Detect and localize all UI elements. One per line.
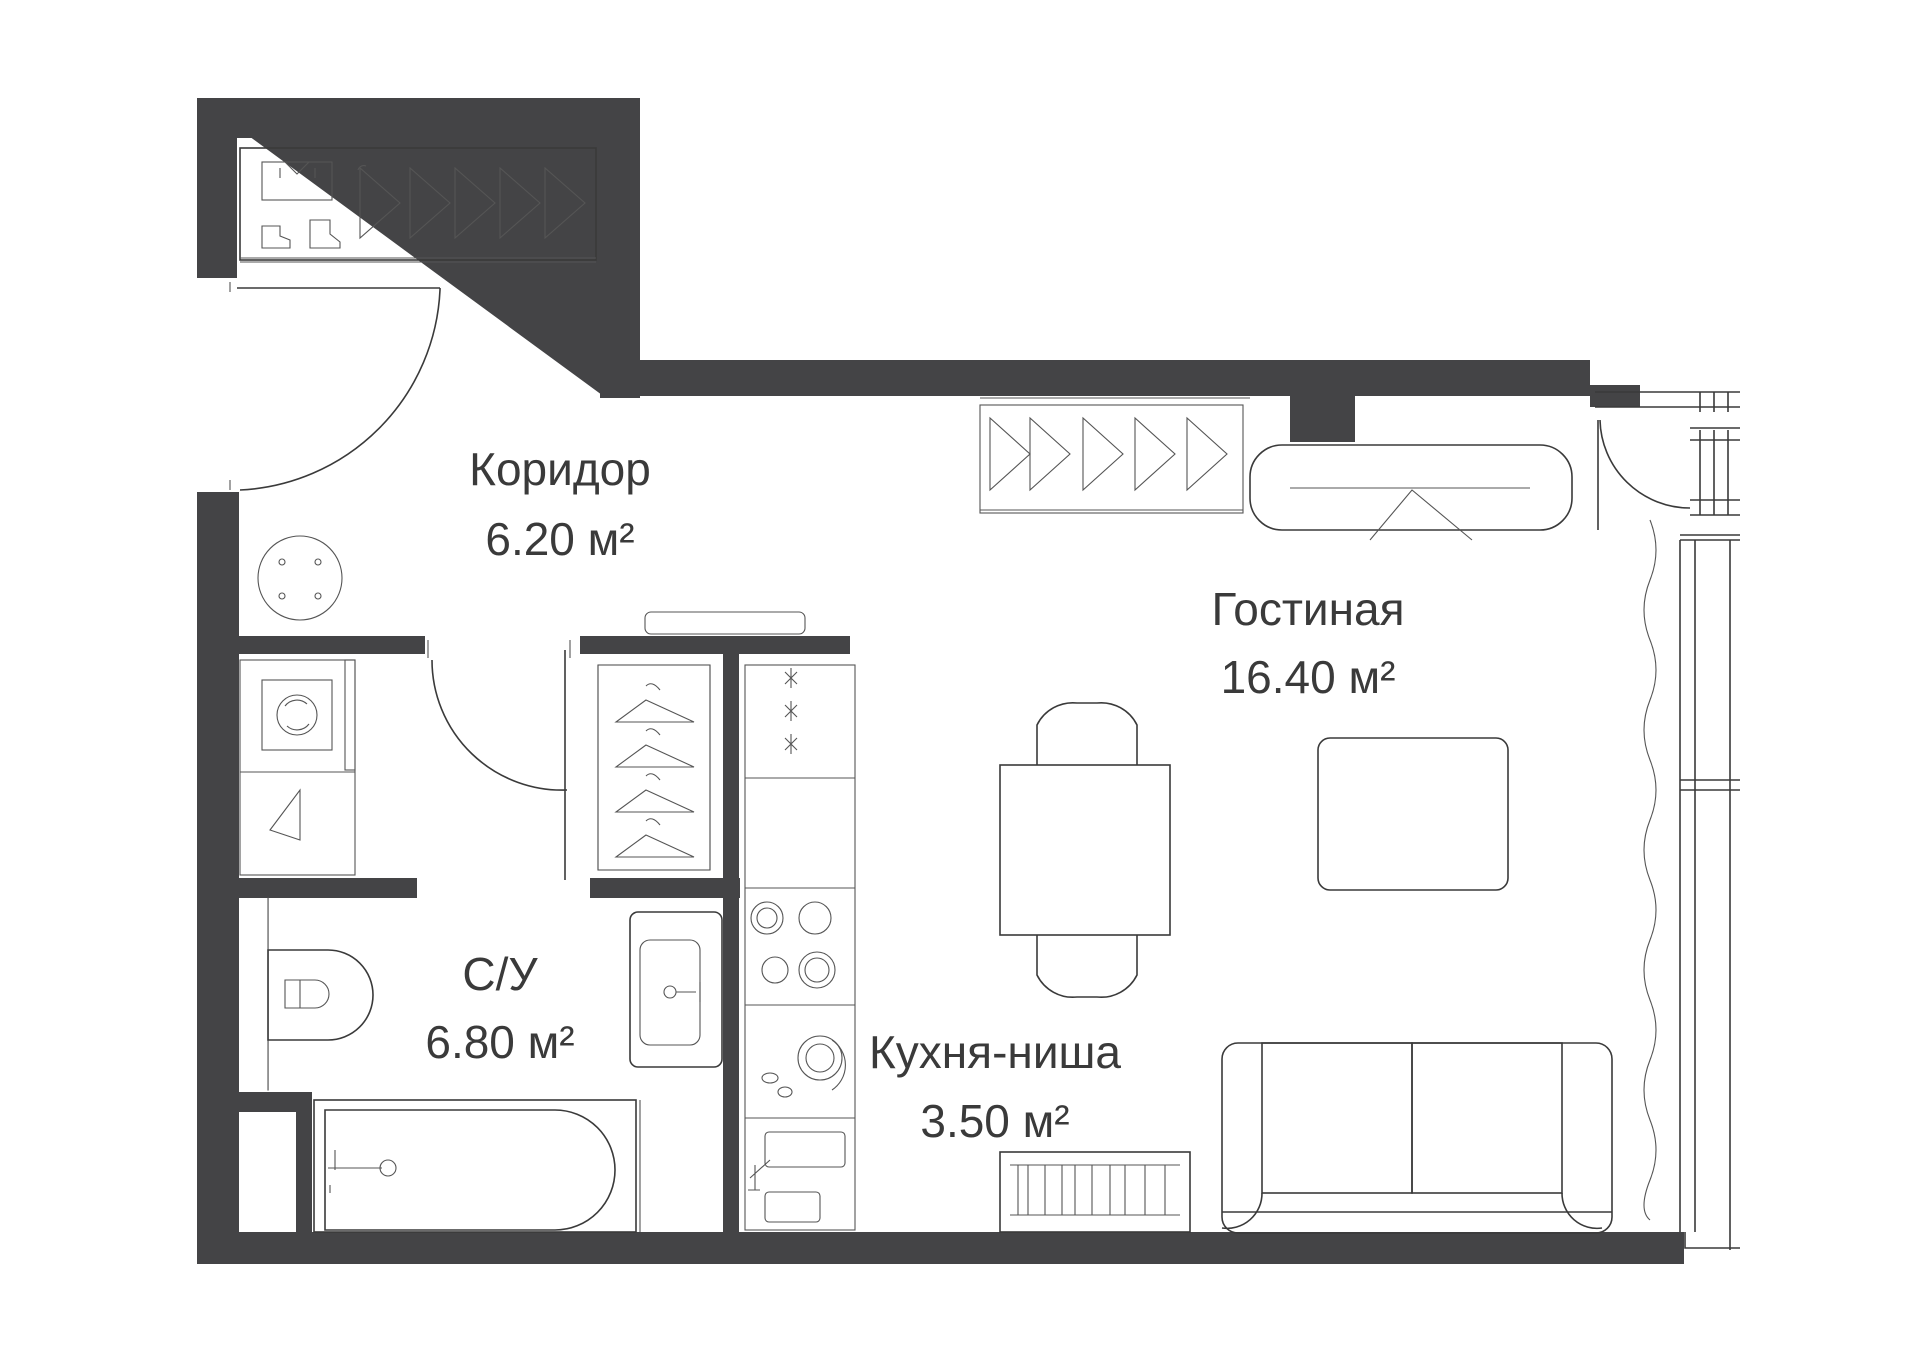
- windows: [1595, 391, 1740, 1250]
- sofa: [1221, 1042, 1613, 1234]
- living-wardrobe: [979, 404, 1244, 514]
- bathtub-icon: [313, 1099, 637, 1233]
- washer-icon: [261, 679, 333, 751]
- bathroom-fixtures: [267, 897, 723, 1233]
- coffee-table: [1317, 737, 1509, 891]
- curtain: [1643, 519, 1657, 1221]
- bath-door: [431, 650, 568, 880]
- wardrobe: [239, 147, 597, 261]
- dining-table: [999, 764, 1171, 936]
- sink-icon: [629, 911, 723, 1068]
- walls: [197, 98, 1684, 1264]
- living-furniture: [979, 397, 1613, 1234]
- corridor-name: Коридор: [469, 443, 651, 495]
- chair-bottom: [1036, 935, 1138, 999]
- shirt-box-icon: [261, 161, 333, 201]
- hanger-icons: [357, 165, 586, 240]
- kitchen-name: Кухня-ниша: [869, 1026, 1121, 1078]
- corridor-furniture: [229, 147, 806, 880]
- round-ottoman: [257, 535, 343, 621]
- hanger-icon: [269, 788, 301, 841]
- living-name: Гостиная: [1211, 583, 1404, 635]
- tv-stand: [1249, 444, 1573, 531]
- chair-top: [1036, 701, 1138, 765]
- kitchen-fixtures: [744, 664, 856, 1231]
- dishwasher-icon: [761, 1035, 846, 1098]
- cooktop-icon: [750, 901, 836, 989]
- wardrobe-middle: [597, 664, 711, 871]
- bookshelf: [999, 1151, 1191, 1233]
- boots-icon: [261, 219, 341, 249]
- bathroom-area: 6.80 м²: [425, 1016, 574, 1068]
- kitchen-sink-icon: [748, 1131, 846, 1223]
- living-area: 16.40 м²: [1221, 651, 1396, 703]
- room-labels: Коридор 6.20 м² Гостиная 16.40 м² С/У 6.…: [425, 443, 1404, 1147]
- entry-door: [237, 287, 441, 491]
- utility-closet: [239, 659, 356, 876]
- bathroom-name: С/У: [462, 948, 538, 1000]
- toilet-icon: [267, 949, 374, 1041]
- corridor-area: 6.20 м²: [485, 513, 634, 565]
- kitchen-area: 3.50 м²: [920, 1095, 1069, 1147]
